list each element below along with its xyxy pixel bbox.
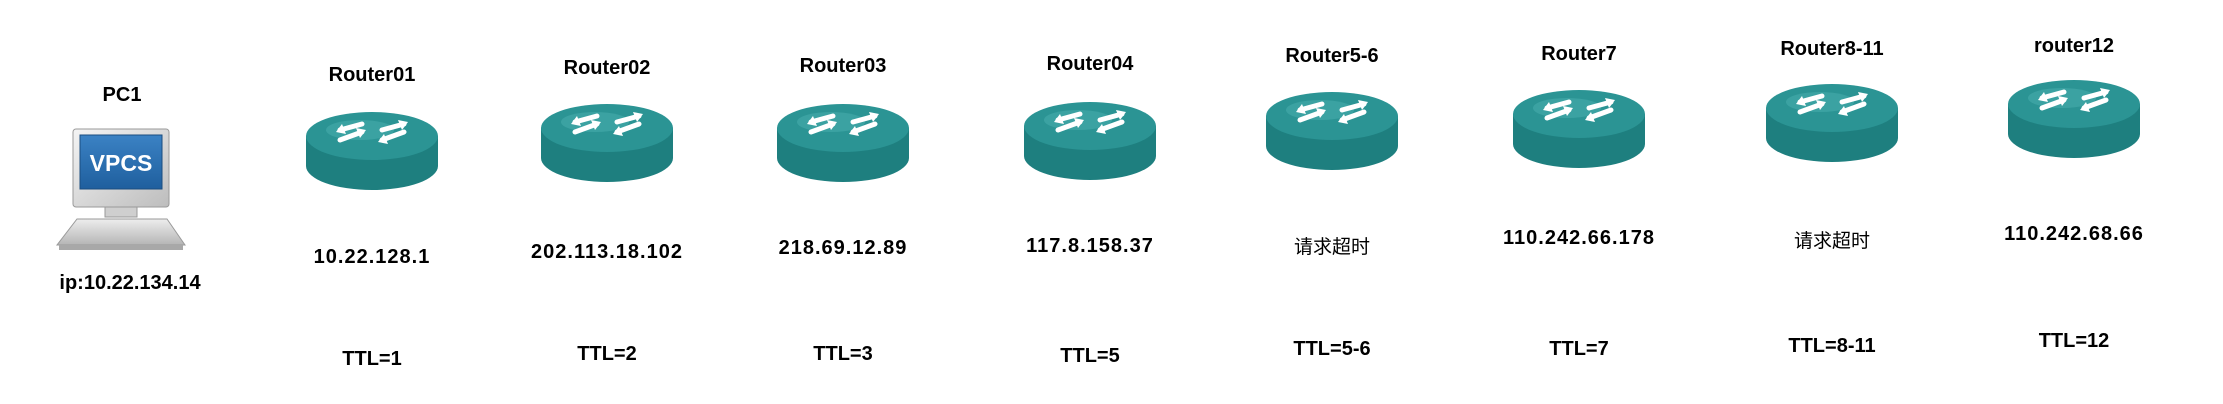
router-ttl-label: TTL=7 [1549,338,1609,360]
router-ttl-label: TTL=8-11 [1788,335,1876,357]
router-timeout-label: 请求超时 [1293,236,1371,258]
router-ttl-label: TTL=12 [2038,330,2110,352]
router-name-label: Router02 [563,57,651,79]
router-timeout-label: 请求超时 [1793,230,1871,252]
router-name-label: Router04 [1046,53,1134,75]
router-ip-label: 110.242.68.66 [2004,223,2144,245]
router-ip-label: 110.242.66.178 [1503,227,1655,249]
router-name-label: Router01 [328,64,416,86]
router-icon [537,92,677,192]
router-ttl-label: TTL=5 [1060,345,1120,367]
router-icon [2004,68,2144,168]
router-ttl-label: TTL=5-6 [1293,338,1371,360]
router-name-label: Router8-11 [1780,38,1884,60]
router-icon [302,100,442,200]
router-ttl-label: TTL=2 [577,343,637,365]
router-icon [1762,72,1902,172]
router-name-label: Router7 [1541,43,1617,65]
router-name-label: Router5-6 [1285,45,1379,67]
router-ip-label: 117.8.158.37 [1026,235,1154,257]
router-name-label: router12 [2033,35,2115,57]
pc-icon: VPCS [55,125,191,255]
pc-name-label: PC1 [102,84,142,106]
pc-ip-label: ip:10.22.134.14 [59,272,201,294]
router-ip-label: 202.113.18.102 [531,241,683,263]
router-ttl-label: TTL=1 [342,348,402,370]
router-icon [1262,80,1402,180]
router-ip-label: 218.69.12.89 [778,237,908,259]
router-icon [773,92,913,192]
router-ttl-label: TTL=3 [813,343,873,365]
vpcs-screen-text: VPCS [90,150,153,176]
router-ip-label: 10.22.128.1 [313,246,431,268]
router-icon [1020,90,1160,190]
router-icon [1509,78,1649,178]
router-name-label: Router03 [799,55,887,77]
